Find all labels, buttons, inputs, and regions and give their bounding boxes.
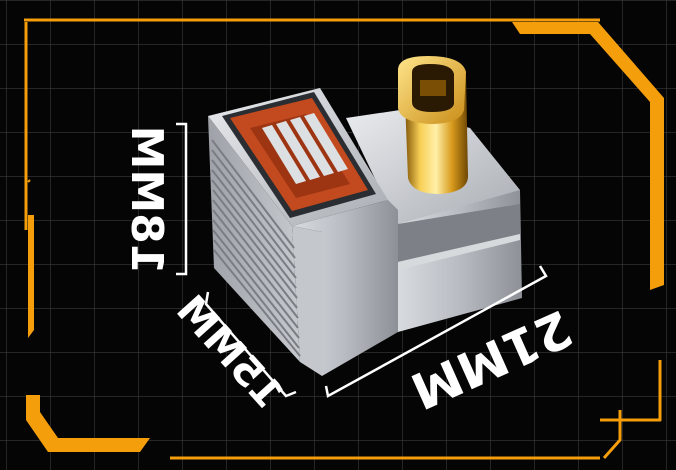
height-dimension-line: [176, 122, 188, 276]
height-label: 18MM: [121, 126, 172, 275]
width-dimension-line: [324, 265, 548, 398]
orange-frame: [24, 18, 664, 460]
ribbing: [211, 139, 301, 357]
usb-a-contacts: [262, 113, 348, 184]
dimension-lines: [176, 122, 548, 398]
usb-c-plug: [398, 56, 468, 194]
adapter-body: [208, 56, 522, 376]
depth-dimension-line: [204, 291, 297, 398]
